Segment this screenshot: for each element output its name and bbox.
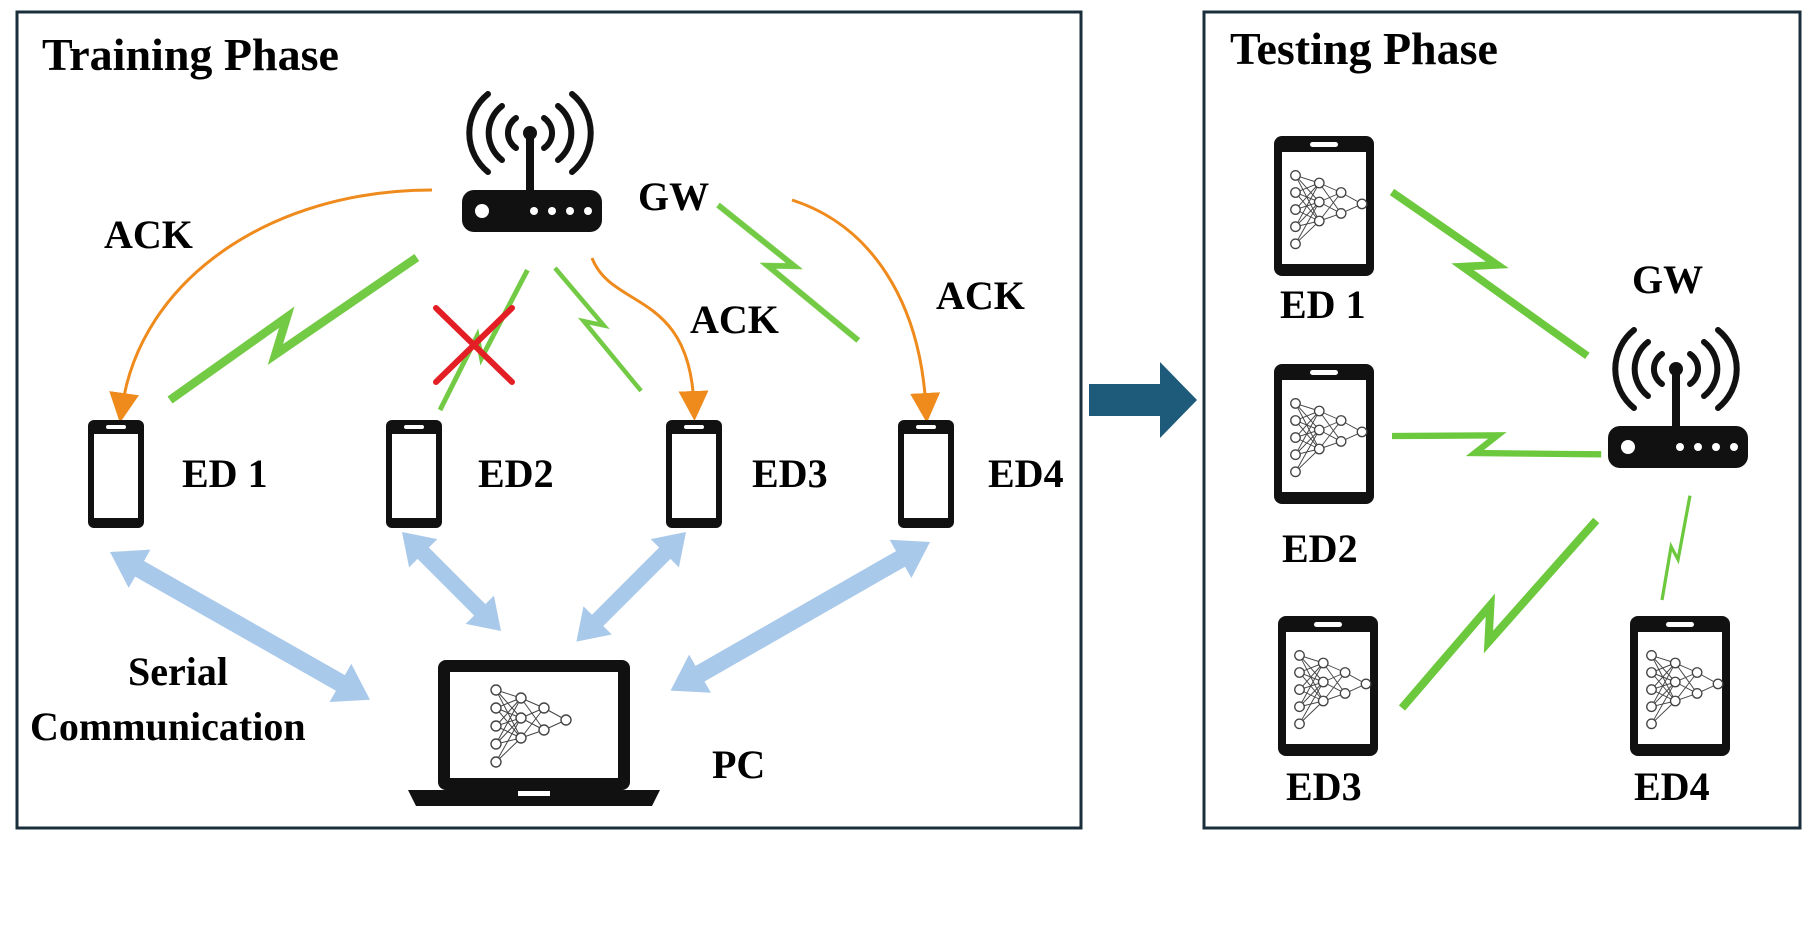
ack-label-2: ACK xyxy=(690,297,779,342)
laptop-icon xyxy=(408,660,660,806)
testing-phase-frame xyxy=(1202,10,1802,830)
phone-icon xyxy=(88,420,144,528)
serial-arrows xyxy=(110,532,930,703)
testing-gw-label: GW xyxy=(1632,257,1703,302)
lightning-link-icon xyxy=(433,266,533,414)
ack-arrow-ed4 xyxy=(791,198,941,423)
phone-icon xyxy=(666,420,722,528)
training-device-label-1: ED 1 xyxy=(182,451,268,496)
serial-arrow-ed4 xyxy=(670,539,930,693)
testing-device-label-4: ED4 xyxy=(1634,764,1710,809)
cross-icon xyxy=(433,305,515,385)
router-icon xyxy=(462,94,602,232)
serial-arrow-ed3 xyxy=(576,532,686,642)
testing-device-label-3: ED3 xyxy=(1286,764,1362,809)
serial-arrow-ed1 xyxy=(110,549,370,703)
ack-arrows xyxy=(109,188,941,423)
tablet-icon-ed4 xyxy=(1630,616,1730,756)
testing-device-label-1: ED 1 xyxy=(1280,282,1366,327)
ack-arrow-ed1 xyxy=(109,188,433,423)
training-gw-label: GW xyxy=(638,174,709,219)
lightning-link-icon xyxy=(549,264,647,395)
phase-transition-arrow xyxy=(1089,362,1197,438)
training-device-label-3: ED3 xyxy=(752,451,828,496)
testing-phase-title: Testing Phase xyxy=(1230,23,1498,74)
router-icon xyxy=(1608,330,1748,468)
tablet-icon-ed1 xyxy=(1274,136,1374,276)
pc-label: PC xyxy=(712,742,765,787)
phone-icon xyxy=(898,420,954,528)
lightning-link-icon xyxy=(1391,426,1602,464)
lightning-link-icon xyxy=(163,246,423,412)
training-device-label-2: ED2 xyxy=(478,451,554,496)
serial-label-line1: Serial xyxy=(128,649,228,694)
lightning-link-icon xyxy=(1384,183,1595,365)
training-phase-frame xyxy=(15,10,1083,830)
training-device-label-4: ED4 xyxy=(988,451,1064,496)
training-phase-title: Training Phase xyxy=(42,29,339,80)
tablet-icon-ed2 xyxy=(1274,364,1374,504)
serial-arrow-ed2 xyxy=(402,532,501,631)
lightning-link-icon xyxy=(1393,511,1605,717)
serial-label-line2: Communication xyxy=(30,704,306,749)
phone-icon xyxy=(386,420,442,528)
ack-label-3: ACK xyxy=(936,273,1025,318)
ack-label-1: ACK xyxy=(104,212,193,257)
tablet-icon-ed3 xyxy=(1278,616,1378,756)
ack-arrow-ed3 xyxy=(590,257,709,421)
testing-device-label-2: ED2 xyxy=(1282,526,1358,571)
lightning-link-icon xyxy=(1655,492,1697,603)
